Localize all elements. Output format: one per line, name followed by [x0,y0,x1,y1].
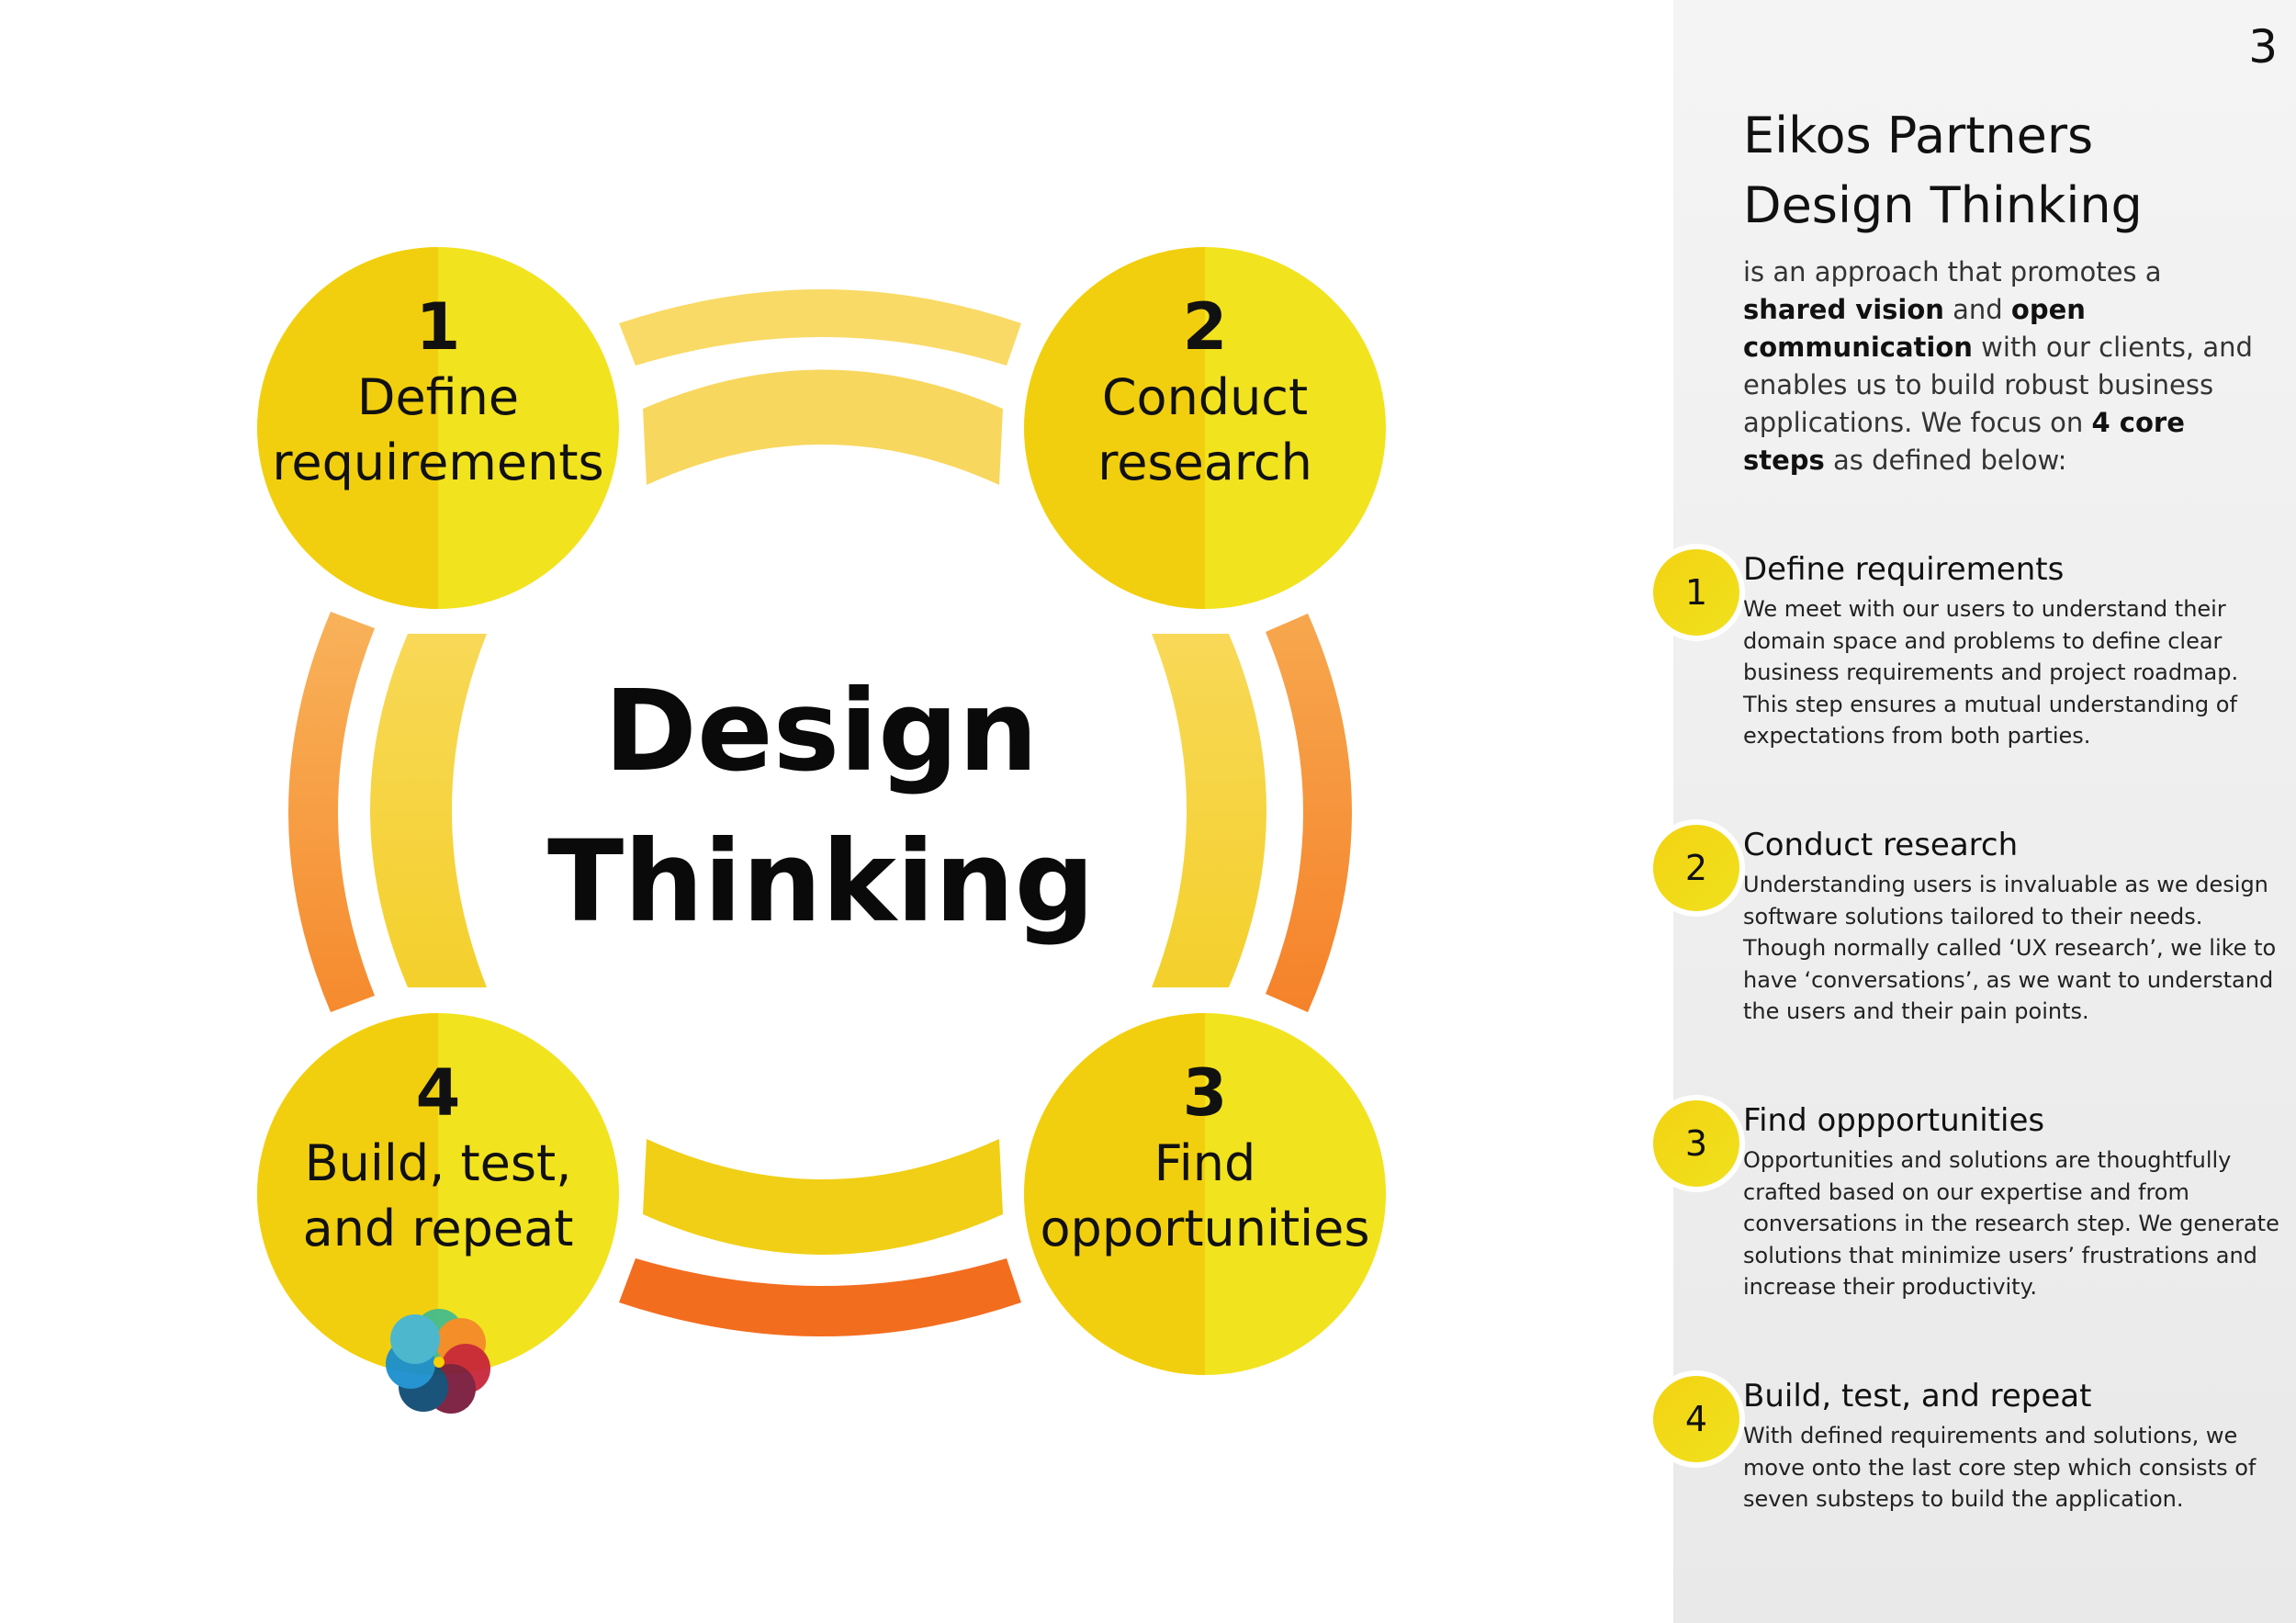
intro-bold-text: shared vision [1743,294,1944,325]
step-badge-2: 2 [1648,819,1745,917]
step-badge-3: 3 [1648,1095,1745,1192]
step-description-line: increase their productivity. [1743,1274,2038,1300]
arc-top-inner [643,369,1003,485]
arc-bottom-inner [643,1139,1003,1255]
design-thinking-diagram: 1 Define requirements 2 Conduct research… [252,242,1391,1414]
step-circle-4-number: 4 [416,1055,461,1131]
sidebar-title-line-2: Design Thinking [1743,176,2143,234]
step-circle-2-number: 2 [1183,289,1228,365]
step-description-line: This step ensures a mutual understanding… [1743,691,2237,717]
step-description-line: Though normally called ‘UX research’, we… [1743,935,2277,961]
step-description: We meet with our users to understand the… [1743,593,2276,752]
intro-paragraph: is an approach that promotes a shared vi… [1743,254,2268,479]
intro-text: with our clients, and enables us to buil… [1743,332,2253,438]
intro-text: and [1943,294,2011,325]
step-title: Conduct research [1743,827,2019,863]
step-description-line: seven substeps to build the application. [1743,1486,2184,1512]
step-circle-3: 3 Find opportunities [1019,1008,1391,1381]
step-description-line: crafted based on our expertise and from [1743,1178,2189,1205]
step-item-3: 3 Find oppportunities Opportunities and … [1648,1095,2279,1303]
arc-left-outer [288,612,375,1012]
step-item-4: 4 Build, test, and repeat With defined r… [1648,1370,2276,1516]
page-number: 3 [2248,20,2278,73]
arc-top-outer [619,289,1021,366]
step-circle-2-line-1: Conduct [1102,368,1308,426]
step-circle-2-line-2: research [1097,434,1312,491]
step-circle-1-line-2: requirements [272,434,603,491]
step-description: With defined requirements and solutions,… [1743,1420,2276,1516]
step-circle-3-line-2: opportunities [1041,1200,1370,1257]
step-item-2: 2 Conduct research Understanding users i… [1648,819,2276,1028]
step-description-line: With defined requirements and solutions,… [1743,1423,2238,1448]
center-title-line-2: Thinking [547,817,1095,947]
step-circle-1-number: 1 [416,289,461,365]
step-description-line: conversations in the research step. We g… [1743,1211,2279,1236]
step-description-line: have ‘conversations’, as we want to unde… [1743,966,2274,993]
arc-left-inner [370,634,487,987]
step-description-line: move onto the last core step which consi… [1743,1454,2257,1481]
step-description-line: the users and their pain points. [1743,998,2089,1024]
step-description: Understanding users is invaluable as we … [1743,869,2276,1028]
step-description-line: expectations from both parties. [1743,723,2091,749]
step-title: Define requirements [1743,551,2065,588]
step-circle-1: 1 Define requirements [252,242,625,614]
sidebar-title: Eikos Partners Design Thinking [1743,101,2257,241]
arc-segments [288,289,1352,1336]
step-circle-1-line-1: Define [357,368,519,426]
step-badge-number: 2 [1653,825,1739,911]
step-description-line: Opportunities and solutions are thoughtf… [1743,1147,2232,1173]
step-circle-4-line-1: Build, test, [305,1134,572,1192]
center-title-line-1: Design [604,666,1039,796]
intro-text: as defined below: [1824,445,2067,476]
step-item-1: 1 Define requirements We meet with our u… [1648,544,2276,752]
step-description-line: solutions that minimize users’ frustrati… [1743,1242,2257,1268]
sidebar-title-line-1: Eikos Partners [1743,107,2094,164]
step-title: Build, test, and repeat [1743,1378,2092,1414]
step-badge-4: 4 [1648,1370,1745,1468]
step-circle-2: 2 Conduct research [1019,242,1391,614]
step-description-line: We meet with our users to understand the… [1743,596,2226,622]
step-description-line: Understanding users is invaluable as we … [1743,872,2268,897]
arc-bottom-outer [619,1258,1021,1336]
step-badge-number: 4 [1653,1376,1739,1462]
step-description-line: software solutions tailored to their nee… [1743,903,2203,930]
step-description-line: domain space and problems to define clea… [1743,627,2223,654]
sidebar-panel [1673,0,2296,1623]
step-title: Find oppportunities [1743,1102,2045,1139]
step-description-line: business requirements and project roadma… [1743,659,2239,685]
step-circle-3-number: 3 [1183,1055,1228,1131]
step-badge-number: 1 [1653,549,1739,636]
step-circle-3-line-1: Find [1154,1134,1256,1192]
arc-right-inner [1152,634,1266,987]
step-circle-4-line-2: and repeat [303,1200,574,1257]
intro-text: is an approach that promotes a [1743,256,2162,287]
eikos-logo-icon [386,1309,490,1414]
step-circle-4: 4 Build, test, and repeat [252,1008,625,1381]
step-badge-number: 3 [1653,1100,1739,1187]
intro-bold-text: open communication [1743,294,2086,363]
step-description: Opportunities and solutions are thoughtf… [1743,1144,2279,1303]
intro-bold-text: 4 core steps [1743,407,2185,476]
step-badge-1: 1 [1648,544,1745,641]
arc-right-outer [1266,614,1352,1012]
